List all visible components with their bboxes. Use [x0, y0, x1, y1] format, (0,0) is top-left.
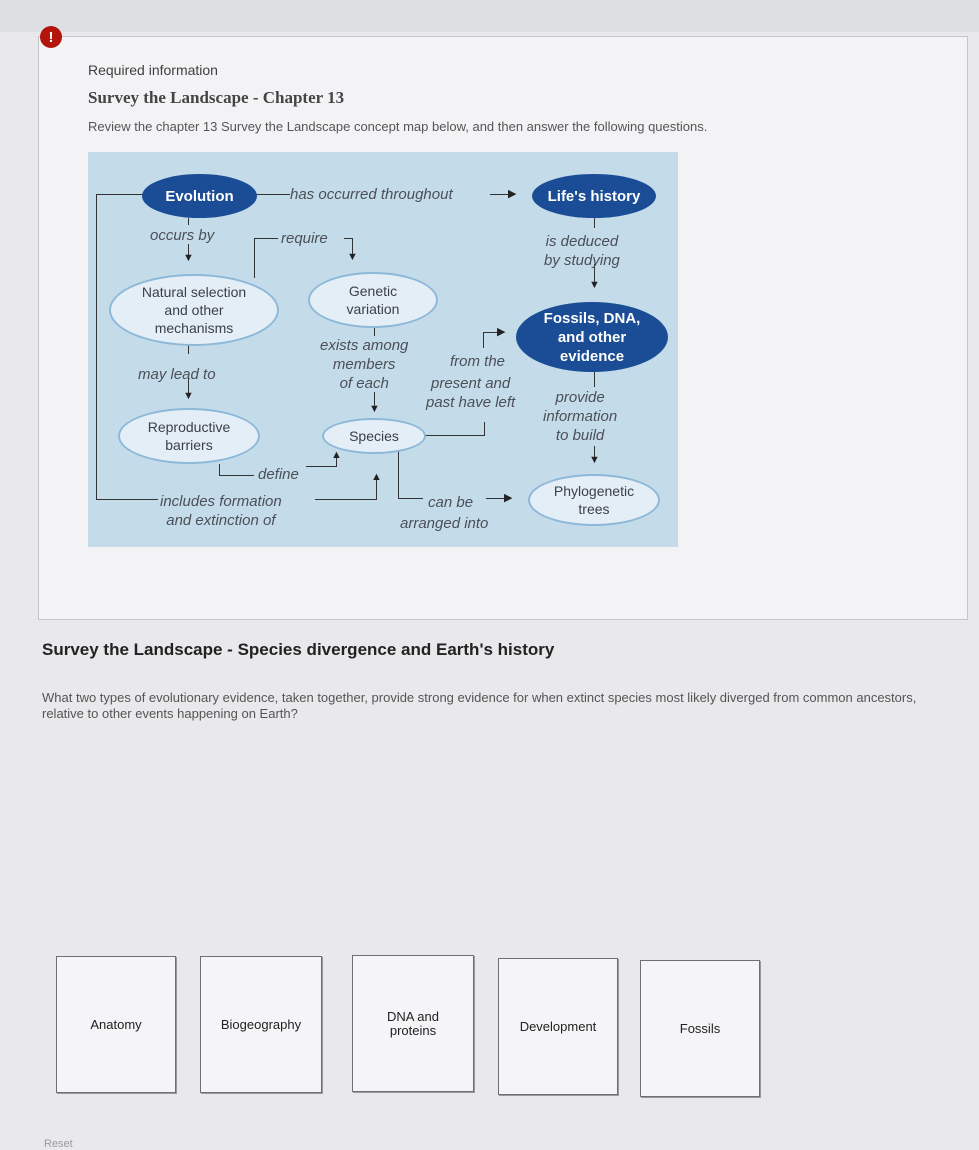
arrow-right-icon: ▶ — [508, 188, 517, 200]
connector-line — [188, 218, 189, 225]
link-define: define — [258, 466, 299, 483]
arrow-up-icon: ▲ — [371, 471, 382, 483]
arrow-down-icon: ▼ — [589, 279, 600, 291]
link-provide-info: provide information to build — [543, 389, 618, 444]
answer-tile-development[interactable]: Development — [498, 958, 618, 1095]
instructions-text: Review the chapter 13 Survey the Landsca… — [88, 119, 708, 134]
connector-line — [594, 370, 595, 387]
arrow-down-icon: ▼ — [369, 403, 380, 415]
answer-tile-anatomy[interactable]: Anatomy — [56, 956, 176, 1093]
connector-line — [398, 498, 423, 499]
link-includes: includes formation and extinction of — [160, 493, 282, 529]
connector-line — [256, 194, 290, 195]
connector-line — [96, 194, 149, 195]
connector-line — [374, 392, 375, 409]
connector-line — [344, 238, 353, 239]
node-evolution: Evolution — [142, 174, 257, 218]
arrow-right-icon: ▶ — [504, 492, 513, 504]
link-present-and: present and past have left — [426, 375, 516, 411]
arrow-down-icon: ▼ — [183, 390, 194, 402]
node-genetic-variation: Genetic variation — [308, 272, 438, 328]
connector-line — [336, 458, 337, 467]
connector-line — [219, 475, 254, 476]
connector-line — [398, 450, 399, 498]
link-has-occurred: has occurred throughout — [290, 186, 453, 203]
link-from-the: from the — [450, 353, 506, 370]
node-lifes-history: Life's history — [532, 174, 656, 218]
connector-line — [594, 218, 595, 228]
connector-line — [96, 194, 97, 499]
alert-icon: ! — [40, 26, 62, 48]
link-is-deduced: is deduced by studying — [544, 233, 620, 269]
connector-line — [376, 480, 377, 500]
connector-line — [594, 446, 595, 460]
node-natural-selection: Natural selection and other mechanisms — [109, 274, 279, 346]
arrow-down-icon: ▼ — [347, 251, 358, 263]
connector-line — [486, 498, 506, 499]
node-fossils-dna: Fossils, DNA, and other evidence — [516, 302, 668, 372]
required-info-label: Required information — [88, 62, 218, 78]
connector-line — [315, 499, 377, 500]
arrow-down-icon: ▼ — [183, 252, 194, 264]
connector-line — [188, 378, 189, 398]
node-phylogenetic-trees: Phylogenetic trees — [528, 474, 660, 526]
connector-line — [483, 332, 499, 333]
node-species: Species — [322, 418, 426, 454]
connector-line — [484, 422, 485, 436]
arrow-up-icon: ▲ — [331, 449, 342, 461]
top-strip — [0, 0, 979, 32]
link-arranged-into: arranged into — [400, 515, 489, 532]
node-reproductive-barriers: Reproductive barriers — [118, 408, 260, 464]
answer-tile-fossils[interactable]: Fossils — [640, 960, 760, 1097]
connector-line — [254, 238, 255, 278]
chapter-title: Survey the Landscape - Chapter 13 — [88, 88, 345, 107]
section-title: Survey the Landscape - Species divergenc… — [42, 640, 555, 659]
question-text: What two types of evolutionary evidence,… — [42, 690, 917, 721]
connector-line — [188, 344, 189, 354]
link-exists-among: exists among members of each — [320, 337, 409, 392]
connector-line — [254, 238, 278, 239]
reset-link[interactable]: Reset — [44, 1138, 73, 1150]
connector-line — [306, 466, 336, 467]
concept-map: ▶ ▲ ▼ ▼ ▼ ▲ ▼ ▶ ▶ ▼ ▼ Evolution Life's h… — [88, 152, 678, 547]
answer-tile-dna-proteins[interactable]: DNA and proteins — [352, 955, 474, 1092]
connector-line — [490, 194, 512, 195]
connector-line — [424, 435, 484, 436]
connector-line — [483, 332, 484, 348]
arrow-down-icon: ▼ — [589, 454, 600, 466]
connector-line — [352, 238, 353, 254]
answer-tile-biogeography[interactable]: Biogeography — [200, 956, 322, 1093]
link-can-be: can be — [428, 494, 474, 511]
link-may-lead-to: may lead to — [138, 366, 216, 383]
link-occurs-by: occurs by — [150, 227, 215, 244]
connector-line — [96, 499, 158, 500]
arrow-right-icon: ▶ — [497, 326, 506, 338]
connector-line — [594, 264, 595, 284]
link-require: require — [281, 230, 328, 247]
connector-line — [188, 244, 189, 258]
connector-line — [219, 464, 220, 476]
